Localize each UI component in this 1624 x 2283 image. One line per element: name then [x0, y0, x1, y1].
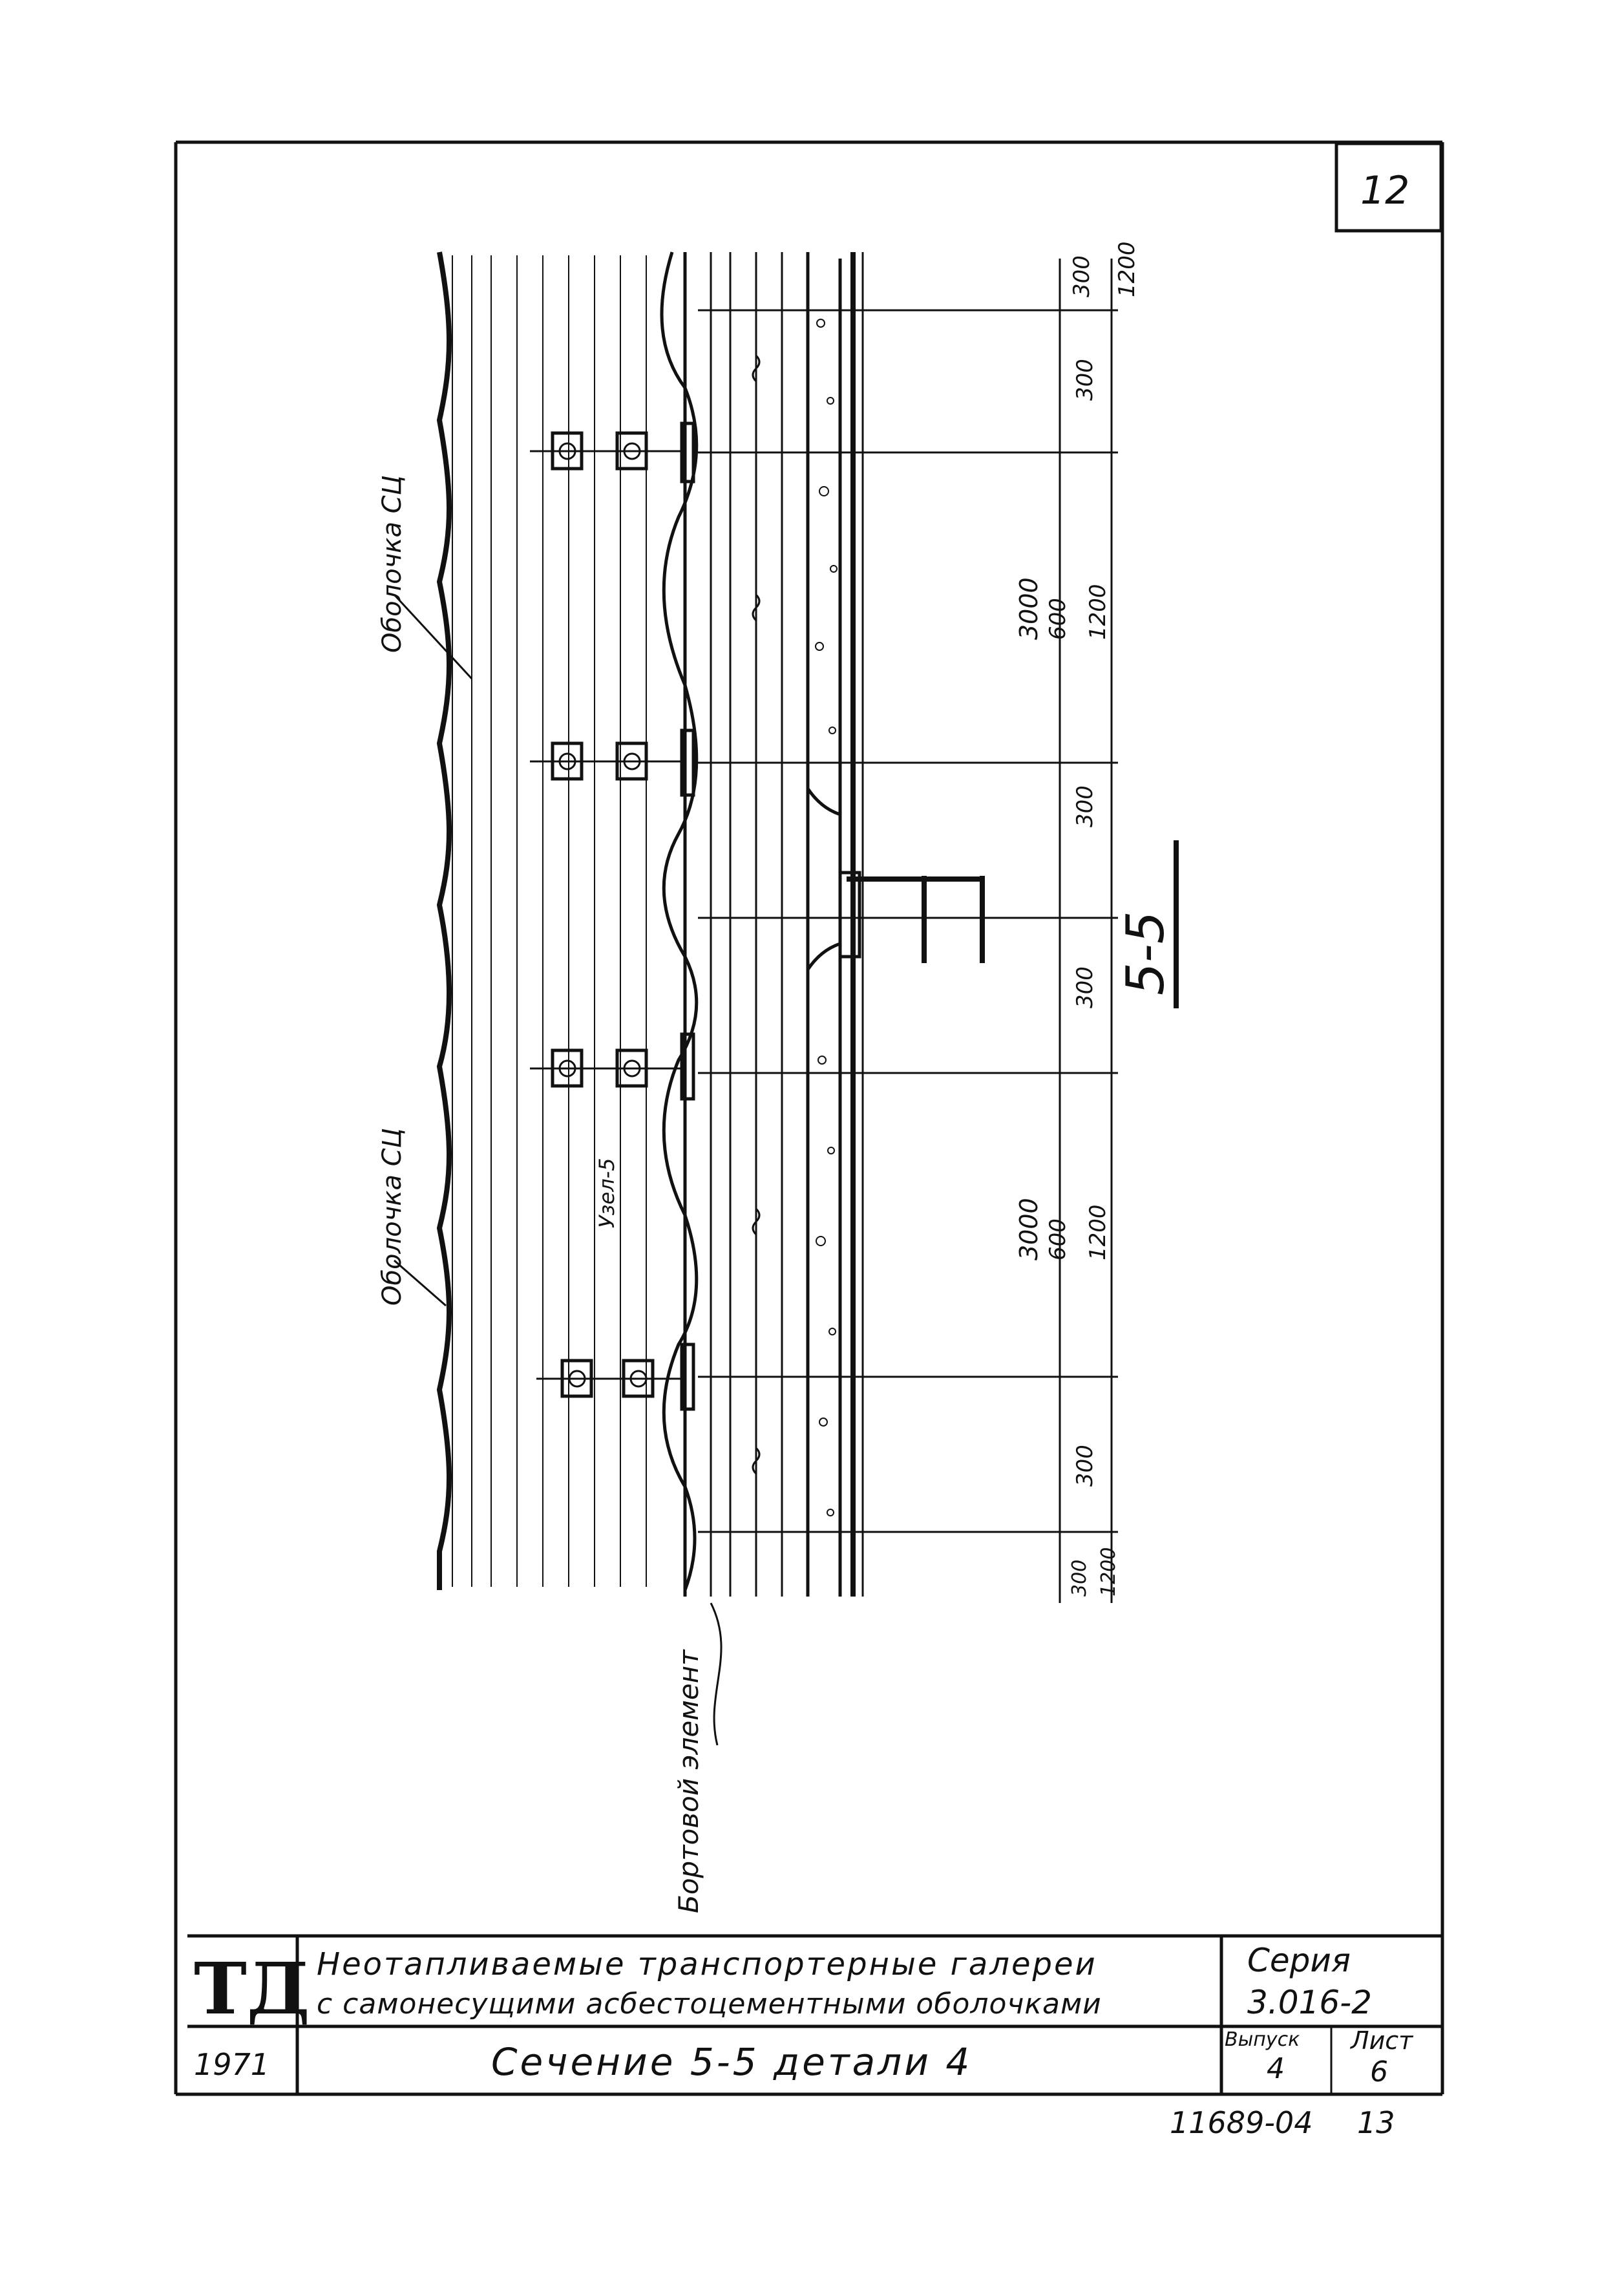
- logo-text: ТД: [194, 1947, 310, 2030]
- year: 1971: [194, 2047, 269, 2082]
- concrete-fill-pattern: [815, 319, 838, 1516]
- page-value: 6: [1370, 2055, 1388, 2088]
- dim-top-300: 300: [1069, 255, 1095, 297]
- dim-span-top-1200: 1200: [1085, 584, 1111, 640]
- i-beam: [838, 871, 985, 963]
- section-mark-text: 5-5: [1115, 911, 1176, 995]
- issue-value: 4: [1267, 2052, 1285, 2085]
- corrugation-hatch: [452, 255, 647, 1587]
- sheet-number: 12: [1360, 168, 1409, 213]
- issue-label: Выпуск: [1225, 2028, 1300, 2051]
- connection-node-2: [530, 728, 695, 797]
- shell-label-top: Оболочка СЦ: [377, 475, 407, 653]
- shell-label-bottom: Оболочка СЦ: [377, 1128, 407, 1306]
- title-line-1: Неотапливаемые транспортерные галереи: [317, 1946, 1097, 1982]
- title-block: ТД Неотапливаемые транспортерные галереи…: [187, 1934, 1442, 2094]
- dim-bottom-1200: 1200: [1097, 1547, 1120, 1597]
- section-mark: 5-5: [1115, 840, 1179, 1008]
- dim-span-bottom-1200: 1200: [1085, 1204, 1111, 1260]
- dim-mid-300: 300: [1072, 966, 1098, 1008]
- floor-slab: [806, 252, 864, 1597]
- break-marks: [752, 354, 761, 1475]
- dim-span-top-300b: 300: [1072, 785, 1098, 827]
- side-element-label: Бортовой элемент: [673, 1649, 704, 1913]
- connection-node-3: [530, 1032, 695, 1101]
- sheet-title: Сечение 5-5 детали 4: [491, 2040, 972, 2084]
- dim-span-top-600: 600: [1045, 598, 1071, 640]
- page-label: Лист: [1349, 2026, 1414, 2055]
- series-value: 3.016-2: [1247, 1984, 1372, 2021]
- dim-top-1200: 1200: [1114, 241, 1140, 297]
- dim-span-top-3000: 3000: [1015, 577, 1043, 640]
- dim-bottom-300: 300: [1068, 1560, 1091, 1597]
- series-label: Серия: [1247, 1942, 1351, 1979]
- shell-section-drawing: [436, 251, 985, 1597]
- dim-span-top-300: 300: [1072, 359, 1098, 401]
- sheet-number-box: 12: [1334, 142, 1443, 233]
- dimension-lines: 300 1200 300 3000 600 1200 300 300 3000 …: [698, 241, 1140, 1603]
- title-line-2: с самонесущими асбестоцементными оболочк…: [317, 1988, 1102, 2021]
- connection-node-4: [536, 1343, 695, 1411]
- footer-number: 11689-04: [1170, 2105, 1313, 2140]
- connection-node-1: [530, 421, 695, 483]
- detail-ref-label: Узел-5: [595, 1158, 619, 1228]
- dim-span-bottom-300: 300: [1072, 1445, 1098, 1487]
- sheet-frame: [174, 140, 1444, 2096]
- footer: 11689-04 13: [1170, 2105, 1395, 2140]
- dim-span-bottom-600: 600: [1045, 1218, 1071, 1260]
- td-logo: ТД: [194, 1947, 310, 2030]
- leader-labels: Оболочка СЦ Оболочка СЦ Бортовой элемент…: [377, 475, 722, 1913]
- footer-page: 13: [1357, 2105, 1395, 2140]
- dim-span-bottom-3000: 3000: [1015, 1198, 1043, 1260]
